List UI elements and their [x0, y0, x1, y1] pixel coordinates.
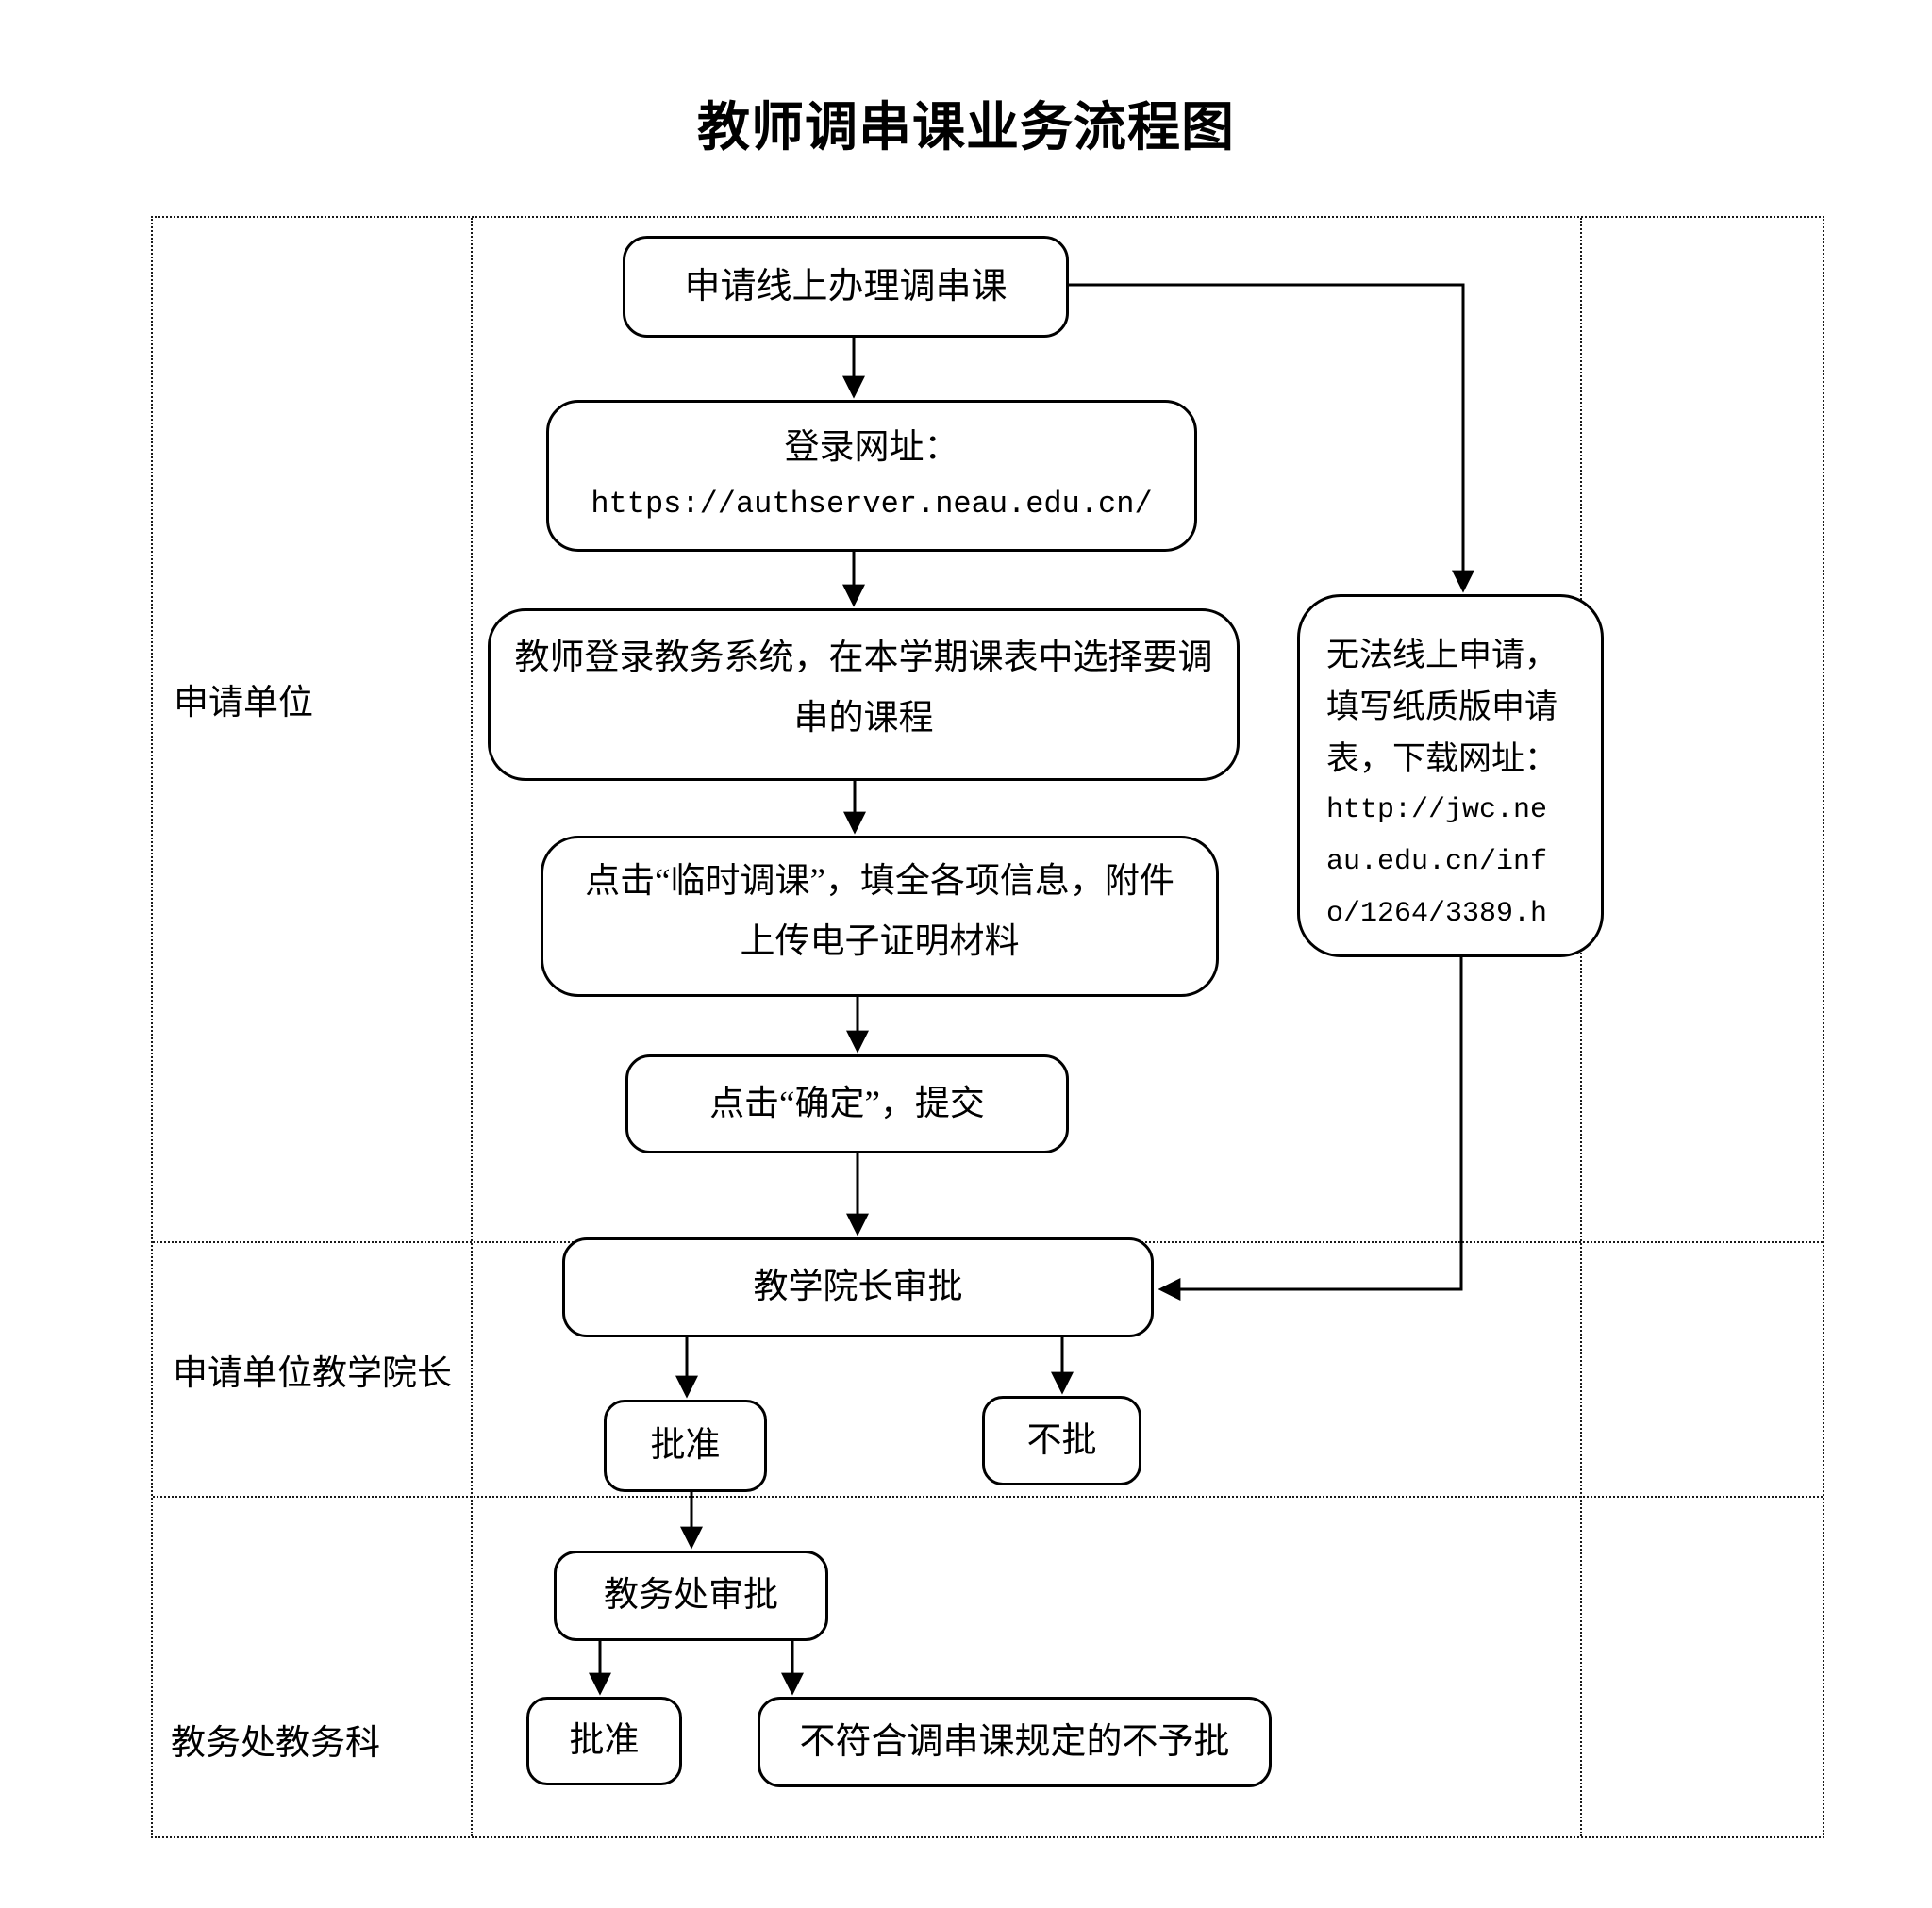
jwc-review-box: 教务处审批 [554, 1551, 828, 1641]
step-select-course-label: 教师登录教务系统，在本学期课表中选择要调 串的课程 [514, 638, 1213, 738]
page-title: 教师调串课业务流程图 [697, 99, 1235, 158]
paper-url-line-2: au.edu.cn/inf [1326, 846, 1548, 878]
step-fill-info-label: 点击“临时调课”，填全各项信息，附件 上传电子证明材料 [585, 861, 1174, 961]
lane-label-jwc: 教务处教务科 [171, 1724, 380, 1763]
paper-line-1: 无法线上申请， [1326, 637, 1558, 673]
login-url: https://authserver.neau.edu.cn/ [591, 486, 1153, 522]
step-submit-label: 点击“确定”，提交 [709, 1084, 985, 1123]
step-apply-online-label: 申请线上办理调串课 [684, 267, 1008, 307]
step-fill-info-box: 点击“临时调课”，填全各项信息，附件 上传电子证明材料 [541, 836, 1219, 997]
jwc-review-label: 教务处审批 [604, 1576, 778, 1615]
dean-reject-box: 不批 [982, 1396, 1141, 1485]
jwc-approve-box: 批准 [526, 1697, 682, 1785]
paper-line-2: 填写纸质版申请 [1326, 689, 1558, 725]
dean-approve-box: 批准 [604, 1400, 767, 1492]
paper-url-line-1: http://jwc.ne [1326, 794, 1548, 826]
step-select-course-box: 教师登录教务系统，在本学期课表中选择要调 串的课程 [488, 608, 1240, 781]
paper-url-line-3: o/1264/3389.h [1326, 898, 1548, 930]
step-submit-box: 点击“确定”，提交 [625, 1054, 1069, 1153]
dean-review-label: 教学院长审批 [753, 1268, 963, 1306]
dean-approve-label: 批准 [650, 1426, 721, 1465]
jwc-approve-label: 批准 [569, 1721, 640, 1760]
dean-review-box: 教学院长审批 [562, 1237, 1154, 1337]
paper-line-3: 表，下载网址： [1326, 740, 1558, 777]
login-label: 登录网址： [784, 427, 959, 467]
lane-label-applicant: 申请单位 [174, 684, 313, 722]
jwc-reject-label: 不符合调串课规定的不予批 [799, 1722, 1230, 1762]
column-divider-left [471, 218, 473, 1836]
dean-reject-label: 不批 [1026, 1420, 1097, 1460]
step-login-box: 登录网址： https://authserver.neau.edu.cn/ [546, 400, 1197, 552]
column-divider-right [1580, 218, 1582, 1836]
jwc-reject-box: 不符合调串课规定的不予批 [758, 1697, 1272, 1787]
step-apply-online-box: 申请线上办理调串课 [623, 236, 1069, 338]
paper-application-box: 无法线上申请， 填写纸质版申请 表，下载网址： http://jwc.ne au… [1297, 594, 1604, 957]
lane-label-dean: 申请单位教学院长 [173, 1354, 452, 1393]
row-divider-2 [153, 1496, 1823, 1498]
